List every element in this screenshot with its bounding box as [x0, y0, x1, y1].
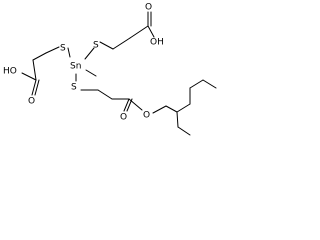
bond-ethyl1-ethyl2: [177, 126, 191, 136]
bond-left-c1-c2: [32, 52, 47, 61]
bond-butyl3-butyl4: [202, 79, 217, 89]
bond-left-c2-c3: [32, 59, 37, 81]
bond-butyl2-butyl3: [189, 79, 204, 89]
bond-sn-methyl: [85, 69, 97, 77]
atom-layer: O OH S S Sn HO O S O O: [3, 3, 164, 123]
bond-layer: [21, 11, 217, 136]
bond-left-carbonyl-b: [34, 79, 40, 96]
structure-canvas: O OH S S Sn HO O S O O: [0, 0, 222, 144]
bond-left-carbonyl-a: [31, 79, 37, 96]
atom-s-left: S: [60, 44, 66, 54]
bond-sn-s-top: [84, 47, 95, 60]
atom-o-ester: O: [143, 111, 150, 121]
bond-s-left-c1: [45, 46, 60, 54]
bond-top-c1-c2: [112, 37, 131, 50]
bond-s-top-c1: [99, 41, 114, 50]
atom-o-top: O: [145, 3, 152, 13]
chemical-structure-diagram: O OH S S Sn HO O S O O: [3, 3, 217, 136]
bond-ch2-ch: [165, 105, 178, 113]
bond-bottom-c1-c2: [97, 89, 113, 100]
bond-top-c3-oh: [147, 25, 155, 38]
bond-sn-s-left: [67, 47, 71, 58]
bond-left-c3-oh: [21, 72, 37, 81]
bond-bottom-carbonyl-a: [123, 98, 130, 112]
atom-s-top: S: [93, 41, 99, 51]
bond-top-c2-c3: [129, 25, 149, 39]
bond-bottom-c3-o: [128, 98, 143, 111]
bond-ester-o-ch2: [152, 105, 167, 114]
atom-oh-left: HO: [3, 67, 17, 77]
atom-o-ester-carbonyl: O: [120, 113, 127, 123]
atom-s-bottom: S: [71, 83, 77, 93]
bond-ch-ethyl1: [176, 111, 179, 128]
atom-sn: Sn: [70, 62, 81, 72]
atom-oh-top: OH: [150, 38, 164, 48]
atom-o-left: O: [28, 97, 35, 107]
bond-ch-butyl1: [176, 103, 191, 113]
